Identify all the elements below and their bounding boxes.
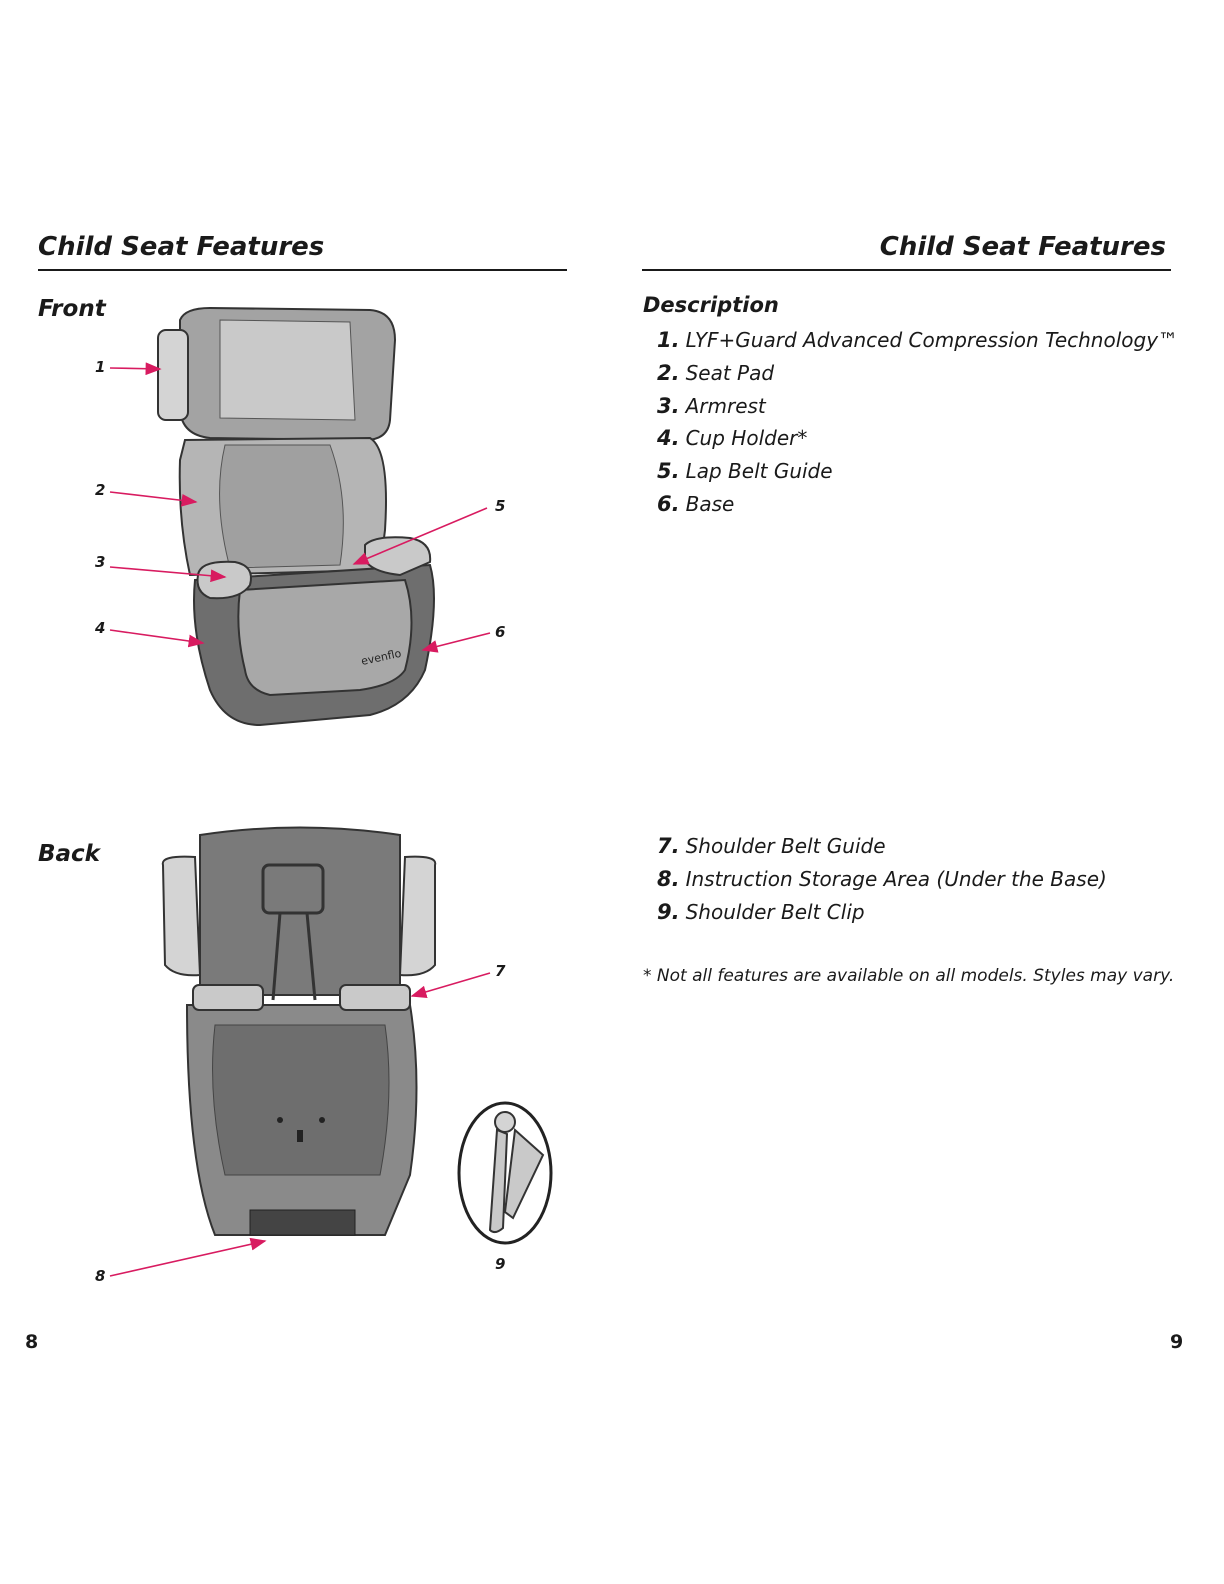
list-item: 9.Shoulder Belt Clip [657,900,865,924]
right-page-title: Child Seat Features [879,232,1166,262]
footnote: * Not all features are available on all … [643,966,1175,986]
callout-5: 5 [495,497,506,515]
list-item: 3.Armrest [657,394,766,418]
callout-2: 2 [95,481,106,499]
right-page-number: 9 [1170,1331,1184,1353]
back-label: Back [38,841,100,867]
list-item: 6.Base [657,492,735,516]
callout-8: 8 [95,1267,106,1285]
callout-4: 4 [95,619,106,637]
list-item: 4.Cup Holder* [657,426,808,450]
right-title-rule [642,269,1171,271]
left-page-number: 8 [25,1331,39,1353]
back-seat-illustration [161,826,437,1236]
list-item: 1.LYF+Guard Advanced Compression Technol… [657,328,1179,352]
list-item: 2.Seat Pad [657,361,775,385]
front-seat-illustration: evenflo [157,306,435,727]
list-item: 7.Shoulder Belt Guide [657,834,886,858]
callout-9: 9 [495,1255,506,1273]
list-item: 5.Lap Belt Guide [657,459,833,483]
callout-1: 1 [95,358,106,376]
description-label: Description [643,293,779,317]
callout-3: 3 [95,553,106,571]
front-label: Front [38,296,106,322]
callout-7: 7 [495,962,506,980]
list-item: 8.Instruction Storage Area (Under the Ba… [657,867,1107,891]
left-title-rule [38,269,567,271]
left-page-title: Child Seat Features [38,232,325,262]
belt-clip-illustration [457,1101,553,1245]
callout-6: 6 [495,623,506,641]
